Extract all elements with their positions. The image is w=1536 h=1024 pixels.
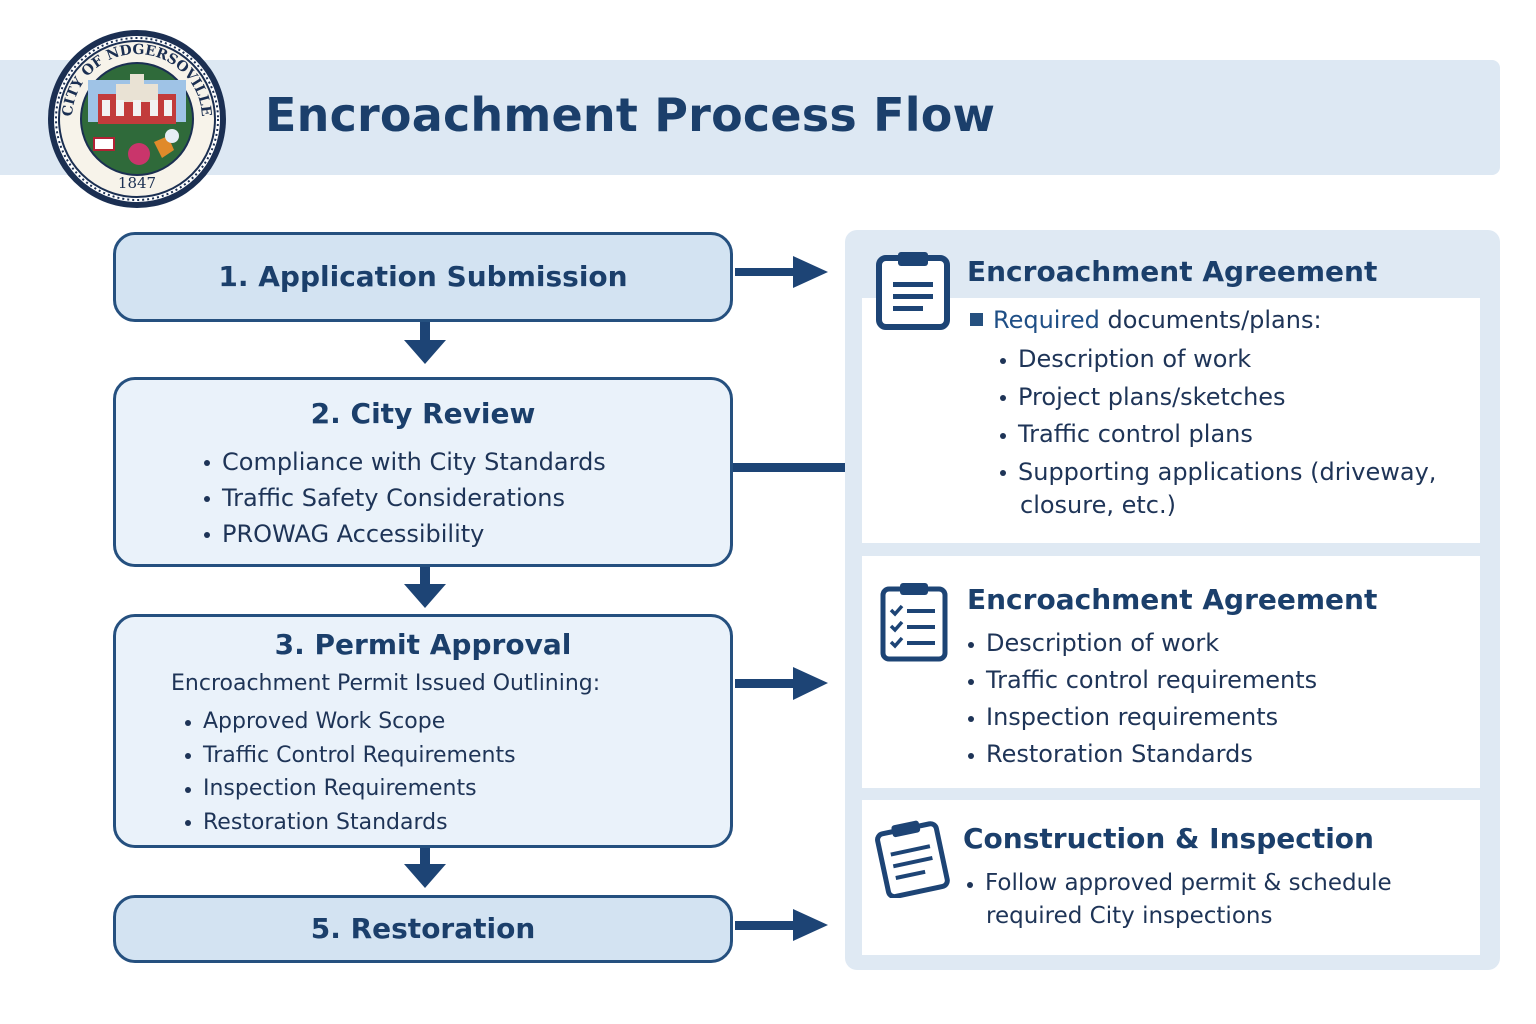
panel-bullet-list: Description of work Project plans/sketch… bbox=[998, 341, 1436, 491]
arrow-down-step-3 bbox=[404, 848, 446, 888]
list-item: PROWAG Accessibility bbox=[202, 516, 606, 552]
arrow-right-step-5 bbox=[735, 909, 828, 941]
required-documents-label: Required documents/plans: bbox=[970, 306, 1322, 334]
seal-year: 1847 bbox=[118, 174, 156, 192]
list-item: Traffic Control Requirements bbox=[183, 739, 516, 773]
list-item: Inspection Requirements bbox=[183, 772, 516, 806]
required-rest: documents/plans: bbox=[1107, 306, 1322, 334]
arrow-down-step-1 bbox=[404, 321, 446, 364]
step-bullet-list: Approved Work Scope Traffic Control Requ… bbox=[183, 705, 516, 839]
panel-card-agreement-documents bbox=[862, 298, 1480, 543]
list-item: Traffic control requirements bbox=[966, 662, 1317, 699]
list-item: Restoration Standards bbox=[183, 806, 516, 840]
arrow-down-step-2 bbox=[404, 566, 446, 608]
step-city-review: 2. City Review Compliance with City Stan… bbox=[113, 377, 733, 567]
header-band bbox=[0, 60, 1500, 175]
arrow-right-step-1 bbox=[735, 256, 828, 288]
list-item-continuation: required City inspections bbox=[986, 903, 1273, 929]
list-item: Traffic Safety Considerations bbox=[202, 480, 606, 516]
list-item: Project plans/sketches bbox=[998, 379, 1436, 417]
page-title: Encroachment Process Flow bbox=[265, 88, 996, 142]
step-title: 3. Permit Approval bbox=[274, 628, 572, 661]
clipboard-tilted-icon bbox=[875, 820, 950, 898]
required-emphasis: Required bbox=[993, 306, 1100, 334]
step-permit-approval: 3. Permit Approval Encroachment Permit I… bbox=[113, 614, 733, 848]
list-item: Follow approved permit & schedule bbox=[965, 866, 1392, 901]
panel-card-agreement-terms bbox=[862, 556, 1480, 788]
step-application-submission: 1. Application Submission bbox=[113, 232, 733, 322]
list-item: Compliance with City Standards bbox=[202, 444, 606, 480]
step-title: 5. Restoration bbox=[310, 912, 536, 945]
list-item: Approved Work Scope bbox=[183, 705, 516, 739]
step-title: 1. Application Submission bbox=[218, 260, 628, 293]
list-item: Description of work bbox=[998, 341, 1436, 379]
clipboard-icon bbox=[876, 252, 950, 330]
list-item-continuation: closure, etc.) bbox=[1020, 491, 1176, 519]
panel-card-construction-inspection bbox=[862, 800, 1480, 955]
list-item: Traffic control plans bbox=[998, 416, 1436, 454]
step-title: 2. City Review bbox=[310, 397, 536, 430]
city-seal-logo: CITY OF NDGERSOVILLE 1847 bbox=[48, 30, 226, 208]
list-item: Supporting applications (driveway, bbox=[998, 454, 1436, 492]
arrow-right-step-3 bbox=[735, 667, 828, 700]
list-item: Restoration Standards bbox=[966, 736, 1317, 773]
panel-title: Encroachment Agreement bbox=[967, 583, 1378, 616]
line-step-2-to-panel bbox=[733, 463, 845, 472]
list-item: Description of work bbox=[966, 625, 1317, 662]
panel-bullet-list: Follow approved permit & schedule bbox=[965, 866, 1392, 901]
step-bullet-list: Compliance with City Standards Traffic S… bbox=[202, 444, 606, 552]
panel-bullet-list: Description of work Traffic control requ… bbox=[966, 625, 1317, 773]
step-restoration: 5. Restoration bbox=[113, 895, 733, 963]
step-intro-text: Encroachment Permit Issued Outlining: bbox=[171, 671, 601, 696]
square-bullet-icon bbox=[970, 313, 983, 326]
checklist-icon bbox=[880, 583, 948, 662]
list-item: Inspection requirements bbox=[966, 699, 1317, 736]
panel-title: Encroachment Agreement bbox=[967, 255, 1378, 288]
panel-title: Construction & Inspection bbox=[963, 822, 1374, 855]
